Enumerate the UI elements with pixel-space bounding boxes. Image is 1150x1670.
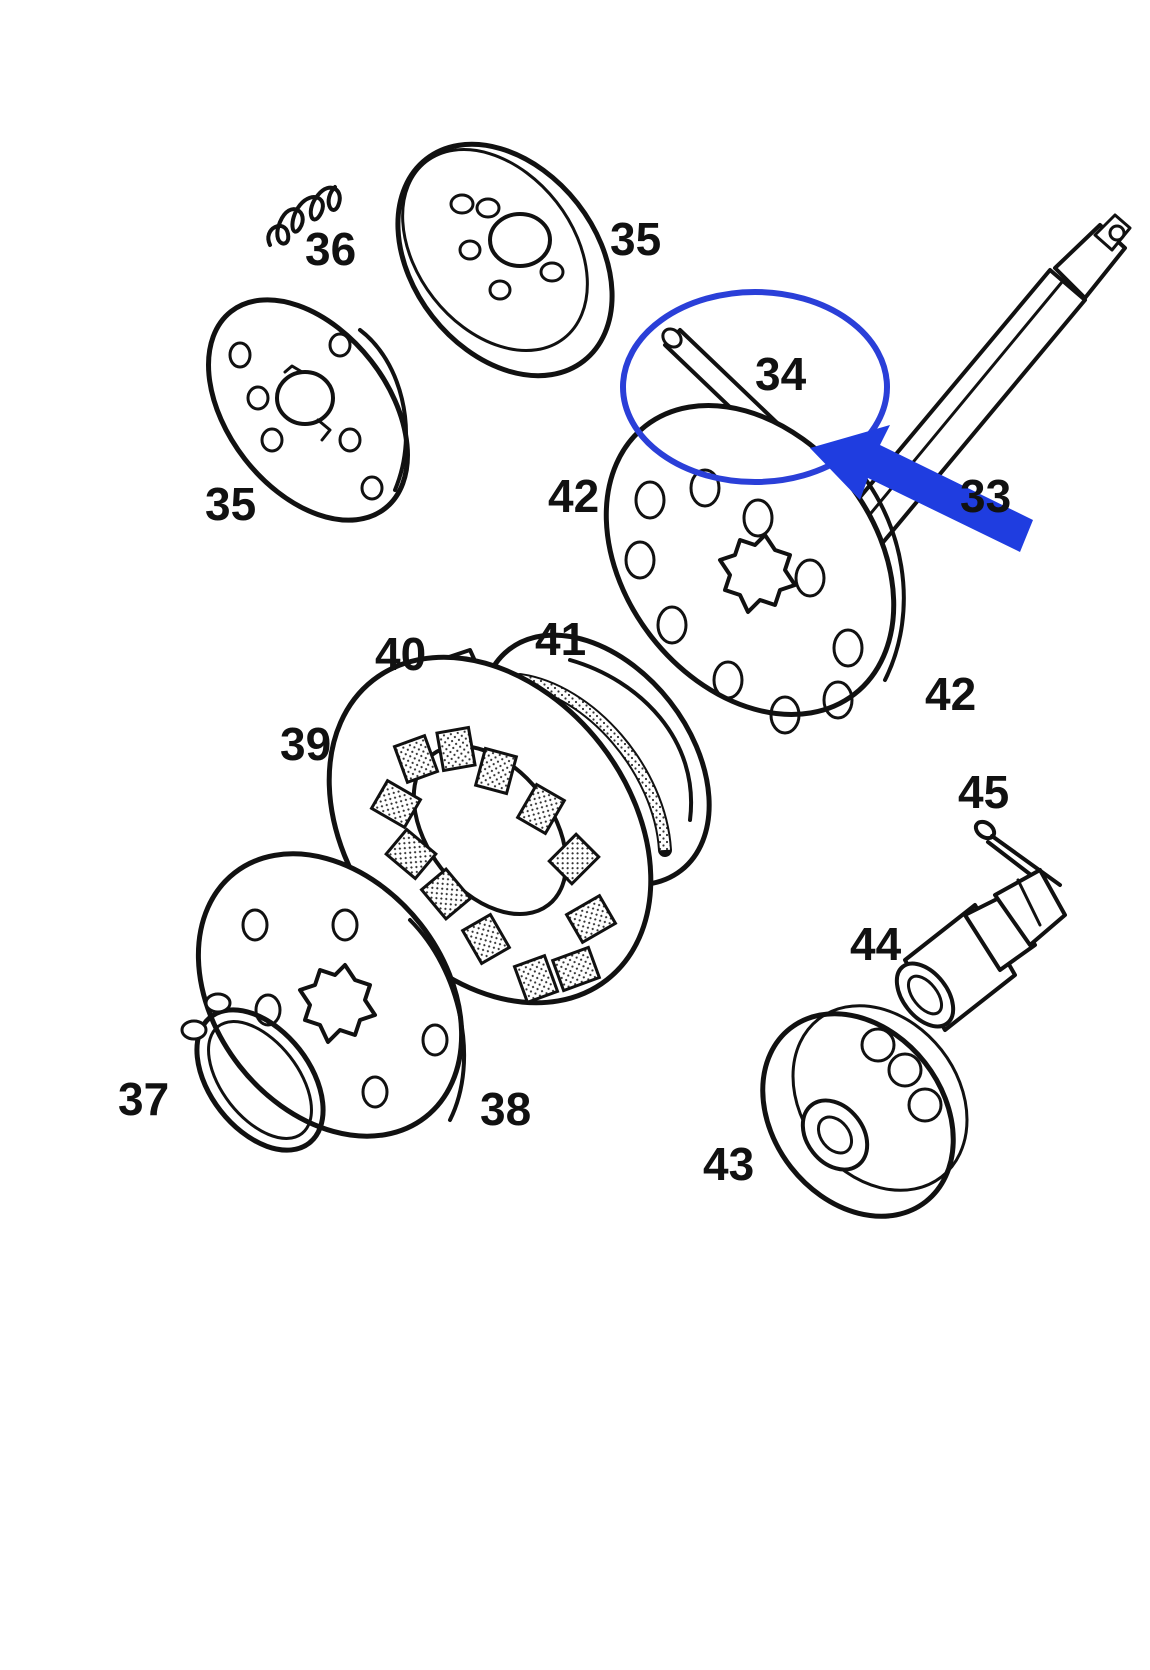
label-44: 44: [850, 918, 902, 970]
part-42-disc: [603, 403, 906, 735]
label-39: 39: [280, 718, 331, 770]
part-33-shaft: [818, 213, 1132, 572]
label-38: 38: [480, 1083, 531, 1135]
label-45: 45: [958, 766, 1009, 818]
part-35-plate-left: [206, 297, 410, 523]
part-44-coupling: [894, 868, 1067, 1032]
label-42-right: 42: [925, 668, 976, 720]
part-45-cotter-pin: [973, 819, 1062, 890]
label-37: 37: [118, 1073, 169, 1125]
label-36: 36: [305, 223, 356, 275]
label-35-left: 35: [205, 478, 256, 530]
label-41: 41: [535, 613, 586, 665]
label-43: 43: [703, 1138, 754, 1190]
label-35-top: 35: [610, 213, 661, 265]
part-43-bearing: [760, 1004, 969, 1219]
label-40: 40: [375, 628, 426, 680]
part-36-spring: [266, 185, 342, 247]
highlight-circle: [620, 289, 890, 485]
highlight-annotation: [620, 289, 1033, 552]
highlight-arrow: [810, 425, 1033, 552]
part-37-snap-ring: [180, 992, 326, 1153]
part-35-housing-top: [395, 141, 615, 379]
part-38-plate: [195, 851, 467, 1139]
part-labels: 36 35 34 33 35 42 41 40 42 39 45 44 37 3…: [118, 213, 1011, 1190]
friction-pads: [369, 725, 618, 1005]
label-33: 33: [960, 470, 1011, 522]
label-42-top: 42: [548, 470, 599, 522]
label-34: 34: [755, 348, 807, 400]
